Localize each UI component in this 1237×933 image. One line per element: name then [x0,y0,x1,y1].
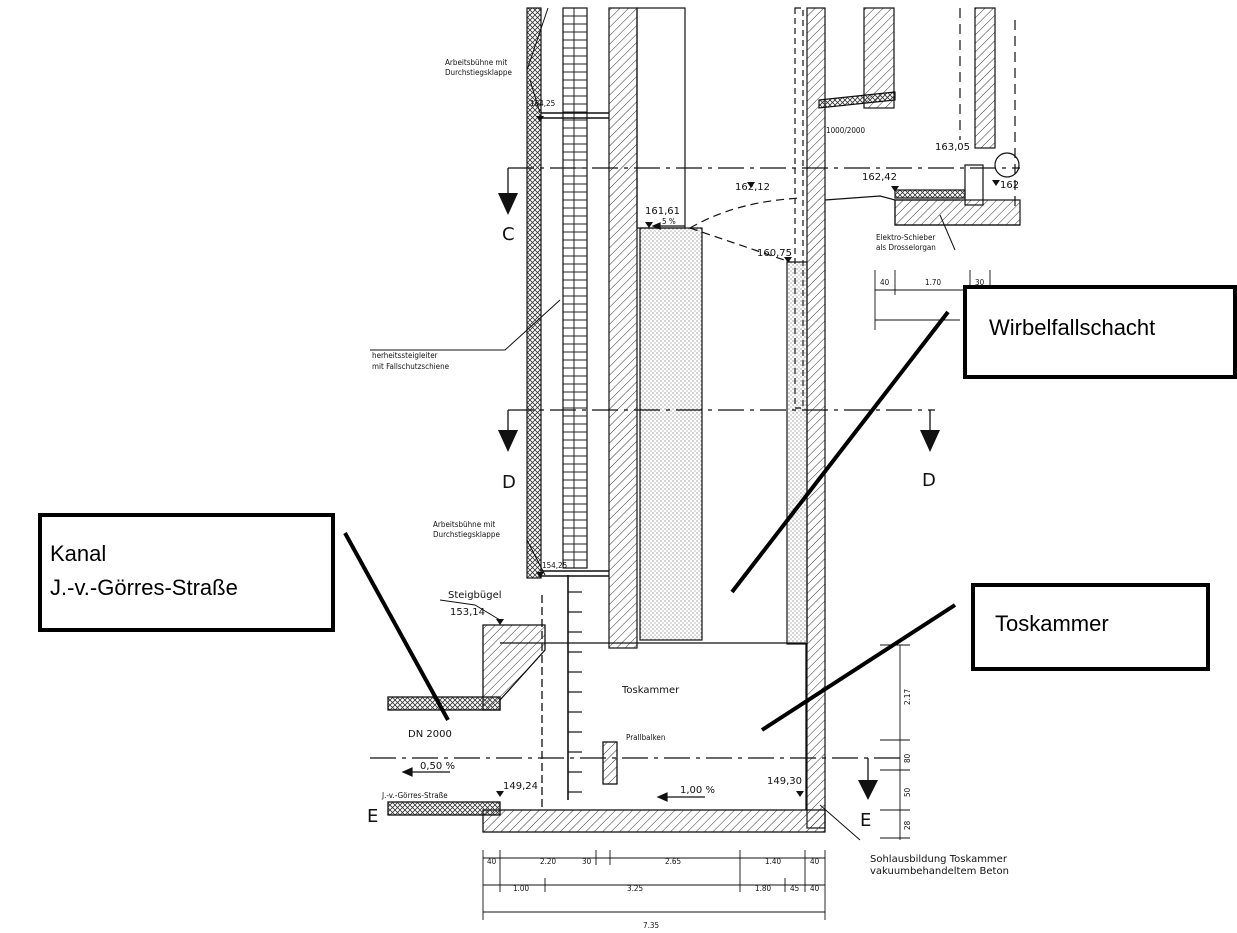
level-16242: 162,42 [862,172,897,183]
sicherheitssteigleiter-line2: mit Fallschutzschiene [372,362,450,371]
level-16161: 161,61 [645,206,680,217]
level-markers [496,116,1000,797]
callout-leaders [343,310,957,732]
slope-arrows [401,222,705,802]
leader-lines [370,7,956,841]
dimension-lines [482,270,1000,920]
elektro-schieber-line2: als Drosselorgan [876,243,936,252]
dim-row2-0: 1.00 [513,884,529,893]
section-d-right-label: D [922,470,936,491]
dim-80: 80 [903,753,912,763]
level-162-partial: 162 [1000,180,1019,191]
slope-top-label: 5 % [662,217,676,226]
level-16075: 160,75 [757,248,792,259]
dim-row1-0: 40 [487,857,497,866]
elektro-schieber-line1: Elektro-Schieber [876,233,935,242]
arbeitsbuehne-bottom-line1: Arbeitsbühne mit [433,520,495,529]
sohlausbildung-line2: vakuumbehandeltem Beton [870,866,1009,877]
dim-row2-4: 40 [810,884,820,893]
pipe-size-label: 1000/2000 [826,126,865,135]
steigbuegel-rungs [568,591,582,793]
level-14924: 149,24 [503,781,538,792]
prallbalken-label: Prallbalken [626,733,665,742]
slope-toskammer-label: 1,00 % [680,785,715,796]
platforms [541,112,609,577]
toskammer-inner-label: Toskammer [621,685,680,696]
level-16212: 162,12 [735,182,770,193]
level-15314: 153,14 [450,607,485,618]
steigbuegel-label: Steigbügel [448,590,502,601]
callout-toskammer-text: Toskammer [995,611,1109,636]
callout-kanal-line1: Kanal [50,541,107,566]
dim-50: 50 [903,787,912,797]
dim-row1-5: 40 [810,857,820,866]
dim-row1-2: 30 [582,857,592,866]
dim-row1-3: 2.65 [665,857,681,866]
section-c-label: C [502,224,515,245]
arbeitsbuehne-bottom-line2: Durchstiegsklappe [433,530,500,539]
slope-kanal-label: 0,50 % [420,761,455,772]
section-d-left-label: D [502,472,516,493]
callout-wirbelfallschacht: Wirbelfallschacht [963,285,1237,379]
section-e-right-label: E [860,810,871,831]
level-16425: 164,25 [530,99,555,108]
dim-row2-3: 45 [790,884,799,893]
inflow-pipes [689,91,1021,263]
level-14930: 149,30 [767,776,802,787]
dim-row1-4: 1.40 [765,857,781,866]
sicherheitssteigleiter-line1: herheitssteigleiter [372,351,438,360]
level-15425: 154,25 [542,561,567,570]
sohlausbildung-line1: Sohlausbildung Toskammer [870,854,1008,865]
arbeitsbuehne-top-line1: Arbeitsbühne mit [445,58,507,67]
dim-total: 7.35 [643,921,659,930]
strasse-label: J.-v.-Görres-Straße [381,791,448,800]
shaft-walls [526,7,1016,829]
callout-toskammer: Toskammer [971,583,1210,671]
callout-kanal: Kanal J.-v.-Görres-Straße [38,513,335,632]
section-lines [370,167,1020,780]
dim-40-top: 40 [880,278,890,287]
section-arrows [498,193,940,800]
dn2000-label: DN 2000 [408,729,452,740]
dim-row1-1: 2.20 [540,857,556,866]
toskammer-chamber [387,575,826,833]
dim-28: 28 [903,820,912,830]
dim-170: 1.70 [925,278,941,287]
arbeitsbuehne-top-line2: Durchstiegsklappe [445,68,512,77]
level-16305: 163,05 [935,142,970,153]
section-e-left-label: E [367,806,378,827]
dim-row2-1: 3.25 [627,884,643,893]
dim-217: 2.17 [903,689,912,705]
dim-30-top: 30 [975,278,985,287]
callout-kanal-line2: J.-v.-Görres-Straße [50,575,238,600]
callout-wirbelfallschacht-text: Wirbelfallschacht [989,315,1156,340]
dim-row2-2: 1.80 [755,884,771,893]
